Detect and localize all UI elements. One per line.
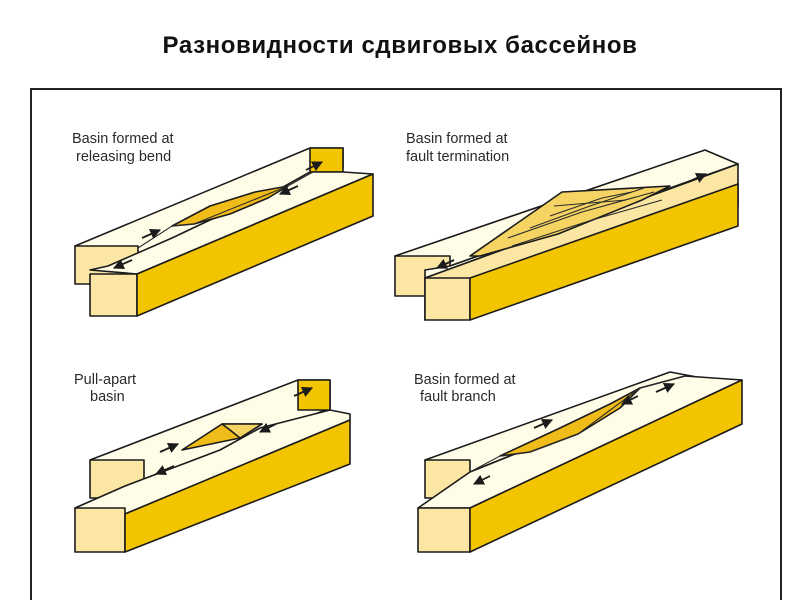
- fault-trace: [553, 199, 627, 207]
- basin-fault-termination: [469, 185, 671, 257]
- front-block: [74, 409, 351, 553]
- fault-trace: [529, 187, 645, 229]
- panel-fault-termination: Basin formed at fault termination: [394, 131, 739, 321]
- slip-arrow: [113, 259, 133, 269]
- slip-arrow: [687, 173, 707, 183]
- front-block-side: [124, 419, 351, 553]
- slip-arrow: [259, 422, 277, 433]
- front-block-side: [469, 183, 739, 321]
- slip-arrow: [655, 383, 675, 393]
- front-block-front-face: [424, 277, 471, 321]
- panel-label-line1: Basin formed at: [72, 131, 174, 147]
- panel-releasing-bend: Basin formed at releasing bend: [72, 131, 374, 317]
- panel-label-line2: fault branch: [420, 389, 496, 405]
- back-block-side: [309, 147, 344, 173]
- panel-pull-apart-basin: Pull-apart basin: [74, 372, 351, 553]
- slide-title: Разновидности сдвиговых бассейнов: [162, 32, 638, 59]
- slip-arrow: [141, 229, 161, 239]
- slip-arrow: [293, 387, 313, 397]
- basin-releasing-bend: [171, 185, 289, 227]
- panel-label-line2: fault termination: [406, 149, 509, 165]
- fault-trace: [469, 375, 686, 473]
- slip-arrow: [279, 185, 299, 195]
- slip-arrow: [621, 394, 639, 405]
- panel-fault-branch: Basin formed at fault branch: [414, 371, 743, 553]
- slip-arrow: [305, 161, 323, 172]
- front-block: [89, 171, 374, 317]
- panel-label-line2: releasing bend: [76, 149, 171, 165]
- fault-trace: [507, 191, 655, 239]
- slip-arrow: [159, 443, 179, 453]
- fault-trace: [549, 191, 633, 217]
- panel-label-line1: Basin formed at: [406, 131, 508, 147]
- strike-slip-basins-diagram: Basin formed at releasing bend Basin for…: [72, 131, 743, 553]
- panel-label-line1: Basin formed at: [414, 372, 516, 388]
- front-block-front: [417, 507, 471, 553]
- slip-arrow: [155, 465, 175, 475]
- back-block-side: [297, 379, 331, 411]
- fault-trace: [511, 199, 663, 247]
- slip-arrow: [473, 474, 491, 485]
- front-block-front: [74, 507, 126, 553]
- front-block-front: [89, 273, 138, 317]
- slip-arrow: [436, 258, 455, 269]
- pull-apart-basin-wall: [221, 423, 263, 439]
- slip-arrow: [533, 419, 553, 429]
- panel-label-line2: basin: [90, 389, 125, 405]
- front-block-side: [136, 173, 374, 317]
- front-block: [417, 375, 743, 553]
- front-block-side: [469, 379, 743, 553]
- panel-label-line1: Pull-apart: [74, 372, 136, 388]
